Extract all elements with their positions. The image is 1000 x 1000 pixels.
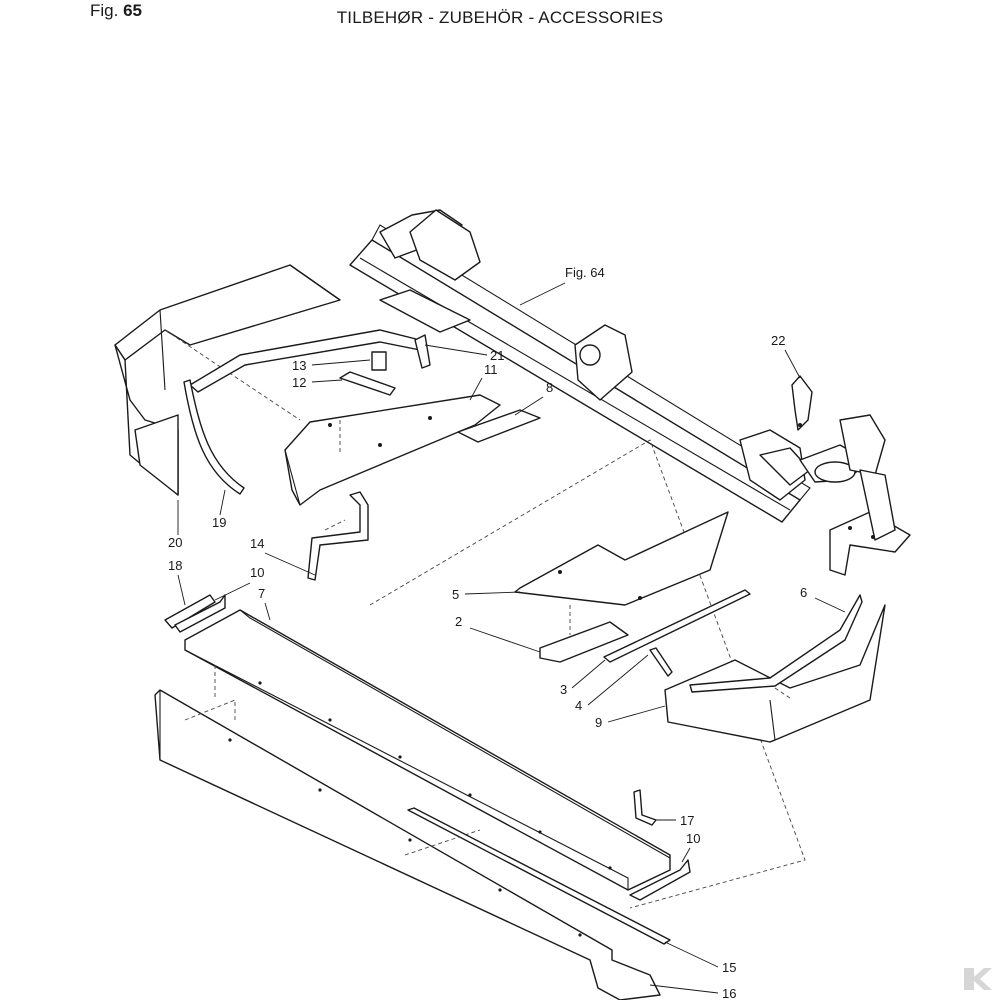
brand-logo-mark [964,968,992,990]
callout-fig64: Fig. 64 [565,265,605,280]
figure-number-value: 65 [123,1,142,20]
part-21-rail [189,329,431,393]
part-10-bracket-right [629,859,691,901]
callout-10-left: 10 [250,565,264,580]
callout-18: 18 [168,558,182,573]
callout-17: 17 [680,813,694,828]
part-7-front-cover [184,609,671,891]
callout-5: 5 [452,587,459,602]
part-16-bottom-skirt [154,689,661,1000]
callout-19: 19 [212,515,226,530]
part-17-clip [633,789,657,826]
part-4-pin [649,647,673,677]
part-22-hook-bracket [791,375,813,431]
part-11-cover-plate [284,394,501,506]
callout-3: 3 [560,682,567,697]
part-5-plate [514,511,729,606]
part-19-curved-strap [183,379,245,495]
part-14-z-bracket [307,491,369,581]
part-3-strip [603,589,751,663]
part-2-plate [539,605,629,663]
figure-number: Fig. 65 [90,1,142,21]
callout-7: 7 [258,586,265,601]
part-13-bushing [371,351,387,371]
callout-13: 13 [292,358,306,373]
part-6-right-bar [689,594,863,693]
part-15-strip [407,807,671,945]
callout-10-right: 10 [686,831,700,846]
callout-4: 4 [575,698,582,713]
callout-22: 22 [771,333,785,348]
page-title: TILBEHØR - ZUBEHÖR - ACCESSORIES [336,8,664,27]
callout-20: 20 [168,535,182,550]
callout-8: 8 [546,380,553,395]
callout-12: 12 [292,375,306,390]
part-20-side-shield [114,264,341,496]
callout-15: 15 [722,960,736,975]
part-12-bracket [339,371,396,396]
callout-6: 6 [800,585,807,600]
main-frame-assembly [349,209,911,576]
figure-prefix: Fig. [90,1,119,20]
callout-14: 14 [250,536,264,551]
callout-9: 9 [595,715,602,730]
callout-11: 11 [484,362,498,377]
callout-21: 21 [490,348,504,363]
part-10-bracket-left [174,594,226,633]
callout-2: 2 [455,614,462,629]
part-18-bracket [164,594,216,629]
callout-16: 16 [722,986,736,1000]
part-9-right-shield [664,604,886,743]
part-8-plate [457,409,541,443]
